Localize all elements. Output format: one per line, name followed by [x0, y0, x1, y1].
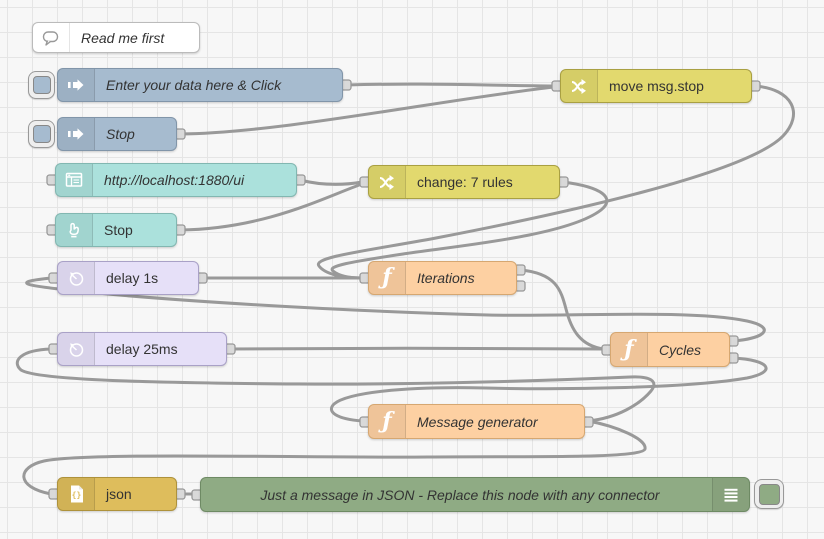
wire-change7-to-iterations[interactable]: [330, 180, 609, 280]
node-inject-enter-your-data[interactable]: Enter your data here & Click: [57, 68, 343, 102]
shuffle-icon: [561, 70, 598, 102]
node-label-inject-enter-your-data: Enter your data here & Click: [106, 77, 282, 93]
function-icon: ƒ: [369, 262, 406, 294]
wire-cycles-to-msggen[interactable]: [329, 356, 768, 423]
wire-ui_stop-to-change7[interactable]: [178, 182, 364, 232]
node-comment-read-me-first[interactable]: Read me first: [32, 22, 200, 53]
inject-icon: [58, 69, 95, 101]
node-delay-25ms[interactable]: delay 25ms: [57, 332, 227, 366]
inject-trigger-button-inject-stop[interactable]: [28, 120, 55, 148]
node-json-node[interactable]: {} json: [57, 477, 177, 511]
function-icon: ƒ: [611, 333, 648, 366]
node-inject-stop[interactable]: Stop: [57, 117, 177, 151]
inject-trigger-button-inject-enter-your-data[interactable]: [28, 71, 55, 99]
node-function-cycles[interactable]: ƒ Cycles: [610, 332, 730, 367]
wire-inject_enter-to-move_stop[interactable]: [344, 82, 556, 88]
wire-msggen-to-json[interactable]: [22, 419, 647, 496]
node-label-change-7-rules: change: 7 rules: [417, 174, 513, 190]
node-label-change-move-msg-stop: move msg.stop: [609, 78, 704, 94]
node-label-function-iterations: Iterations: [417, 270, 475, 286]
node-label-delay-25ms: delay 25ms: [106, 341, 178, 357]
node-connector-message-json[interactable]: Just a message in JSON - Replace this no…: [200, 477, 750, 512]
button-inner-swatch: [758, 483, 780, 505]
node-label-ui-button-stop: Stop: [104, 222, 133, 238]
list-icon: [712, 478, 749, 511]
inject-icon: [58, 118, 95, 150]
wire-msggen-to-delay25ms[interactable]: [15, 347, 656, 423]
comment-icon: [33, 23, 70, 52]
button-inner-swatch: [32, 76, 51, 94]
node-change-7-rules[interactable]: change: 7 rules: [368, 165, 560, 199]
shuffle-icon: [369, 166, 406, 198]
wire-delay25ms-to-cycles[interactable]: [228, 346, 606, 351]
svg-text:{}: {}: [71, 491, 81, 500]
node-function-iterations[interactable]: ƒ Iterations: [368, 261, 517, 295]
node-ui-link-dashboard[interactable]: http://localhost:1880/ui: [55, 163, 297, 197]
toggle-button-connector-message-json[interactable]: [754, 479, 784, 509]
timer-icon: [58, 262, 95, 294]
node-label-ui-link-dashboard: http://localhost:1880/ui: [104, 172, 245, 188]
wire-inject_stop-to-move_stop[interactable]: [178, 85, 556, 136]
window-icon: [56, 164, 93, 196]
node-label-function-cycles: Cycles: [659, 341, 702, 358]
node-function-message-generator[interactable]: ƒ Message generator: [368, 404, 585, 439]
function-icon-glyph: ƒ: [382, 264, 392, 290]
node-delay-1s[interactable]: delay 1s: [57, 261, 199, 295]
wire-ui_link-to-change7[interactable]: [298, 178, 364, 186]
node-ui-button-stop[interactable]: Stop: [55, 213, 177, 247]
hand-icon: [56, 214, 93, 246]
wire-move_stop-to-iterations[interactable]: [316, 84, 795, 280]
node-label-function-message-generator: Message generator: [417, 413, 538, 430]
node-label-connector-message-json: Just a message in JSON - Replace this no…: [260, 486, 660, 503]
button-inner-swatch: [32, 125, 51, 143]
node-label-comment-read-me-first: Read me first: [81, 29, 165, 46]
timer-icon: [58, 333, 95, 365]
wire-iterations-to-cycles[interactable]: [518, 268, 606, 351]
function-icon-glyph: ƒ: [624, 335, 634, 362]
node-change-move-msg-stop[interactable]: move msg.stop: [560, 69, 752, 103]
node-label-json-node: json: [106, 486, 132, 502]
json-icon: {}: [58, 478, 95, 510]
function-icon-glyph: ƒ: [382, 407, 392, 434]
node-label-inject-stop: Stop: [106, 126, 135, 142]
node-label-delay-1s: delay 1s: [106, 270, 159, 286]
function-icon: ƒ: [369, 405, 406, 438]
